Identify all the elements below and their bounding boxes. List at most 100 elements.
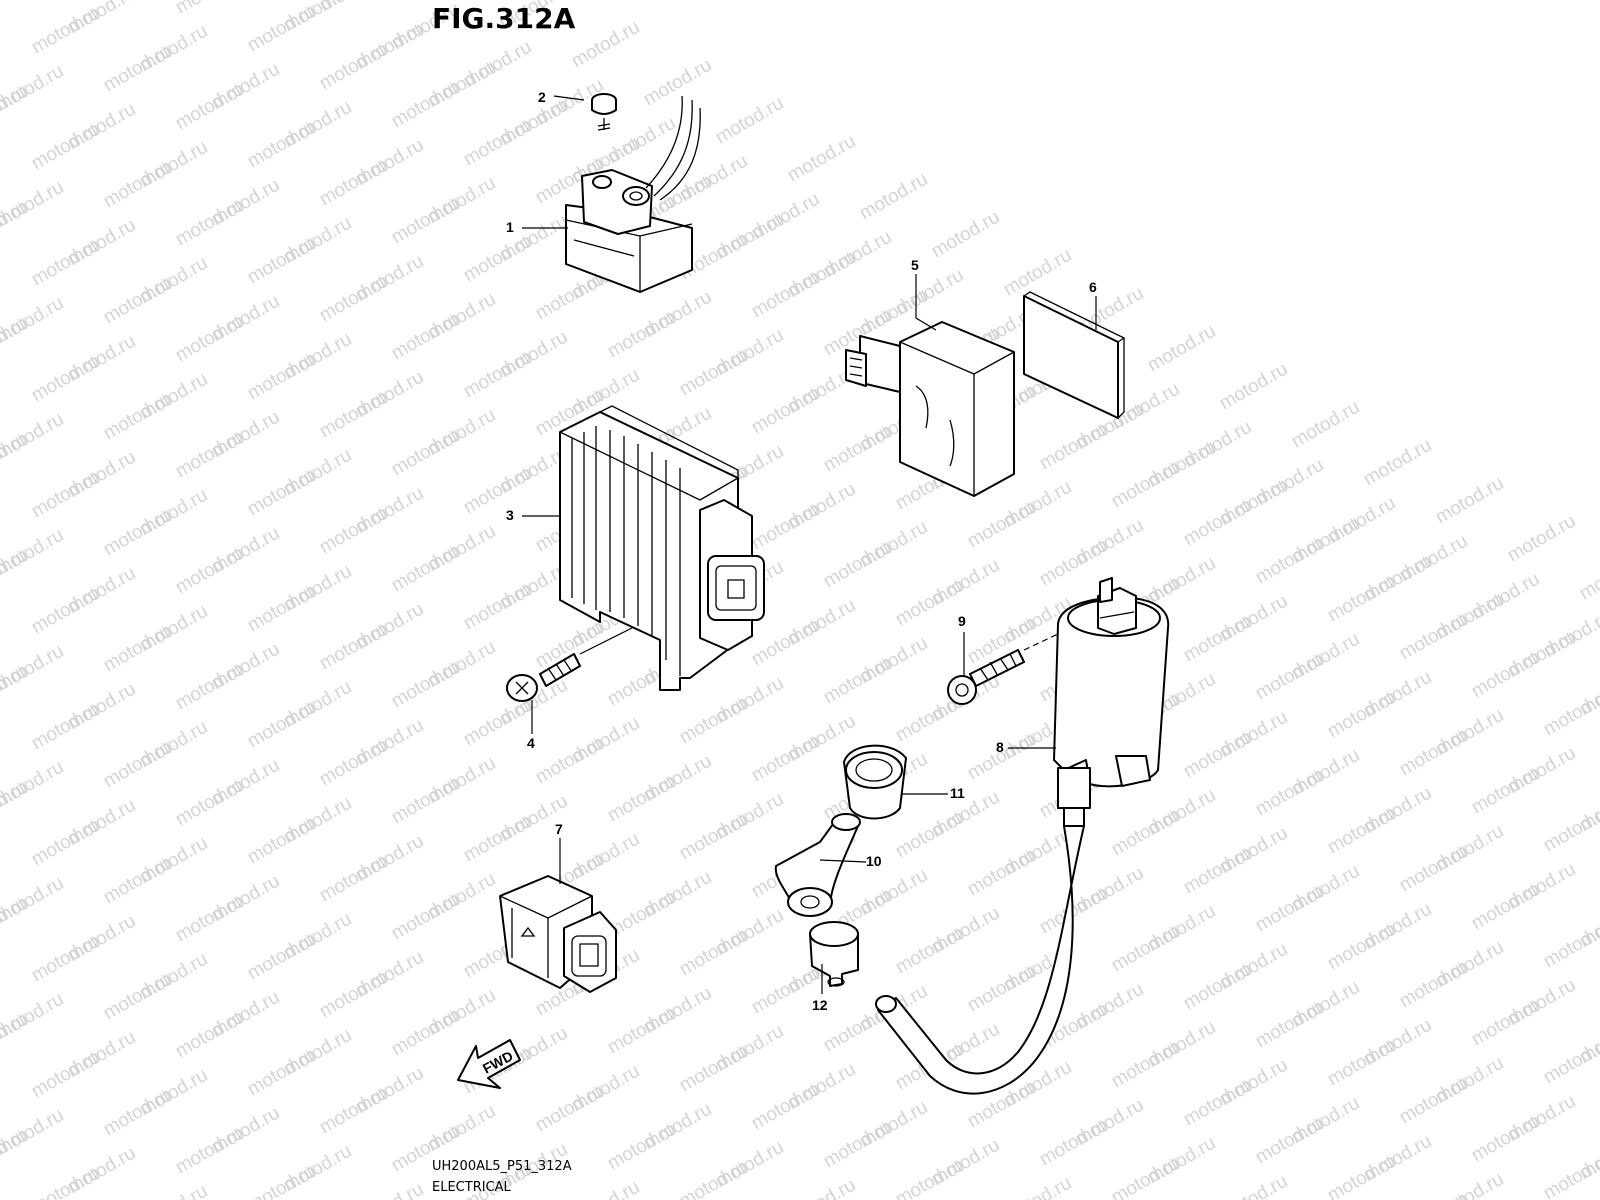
watermark-text: motod.ru xyxy=(1540,1033,1600,1089)
watermark-text: motod.ru xyxy=(676,1041,751,1097)
watermark-text: motod.ru xyxy=(1252,533,1327,589)
watermark-text: motod.ru xyxy=(1324,1151,1399,1200)
watermark-text: motod.ru xyxy=(172,1007,247,1063)
watermark-text: motod.ru xyxy=(244,929,319,985)
watermark-text: motod.ru xyxy=(964,845,1039,901)
watermark-text: motod.ru xyxy=(784,1175,859,1200)
watermark-text: motod.ru xyxy=(28,1047,103,1103)
watermark-text: motod.ru xyxy=(172,775,247,831)
watermark-text: motod.ru xyxy=(100,853,175,909)
watermark-text: motod.ru xyxy=(388,889,463,945)
watermark-text: motod.ru xyxy=(244,1,319,57)
watermark-text: motod.ru xyxy=(136,1181,211,1200)
watermark-text: motod.ru xyxy=(1396,1073,1471,1129)
watermark-text: motod.ru xyxy=(460,579,535,635)
watermark-text: motod.ru xyxy=(1540,801,1600,857)
watermark-text: motod.ru xyxy=(172,311,247,367)
watermark-text: motod.ru xyxy=(604,1119,679,1175)
regulator-screw-part xyxy=(506,627,633,702)
watermark-text: motod.ru xyxy=(1108,457,1183,513)
watermark-text: motod.ru xyxy=(172,195,247,251)
watermark-text: motod.ru xyxy=(460,463,535,519)
watermark-text: motod.ru xyxy=(1576,549,1600,605)
watermark-text: motod.ru xyxy=(1540,685,1600,741)
watermark-text: motod.ru xyxy=(460,347,535,403)
watermark-text: motod.ru xyxy=(172,543,247,599)
watermark-text: motod.ru xyxy=(676,809,751,865)
watermark-text: motod.ru xyxy=(244,581,319,637)
watermark-text: motod.ru xyxy=(1468,995,1543,1051)
watermark-text: motod.ru xyxy=(712,93,787,149)
watermark-text: motod.ru xyxy=(388,657,463,713)
watermark-text: motod.ru xyxy=(892,575,967,631)
watermark-text: motod.ru xyxy=(748,615,823,671)
callout-4: 4 xyxy=(527,735,535,751)
watermark-text: motod.ru xyxy=(388,773,463,829)
watermark-text: motod.ru xyxy=(28,235,103,291)
watermark-text: motod.ru xyxy=(1324,571,1399,627)
watermark-text: motod.ru xyxy=(244,465,319,521)
watermark-text: motod.ru xyxy=(244,1161,319,1200)
watermark-text: motod.ru xyxy=(316,387,391,443)
callout-8: 8 xyxy=(996,739,1004,755)
section-label: ELECTRICAL xyxy=(432,1180,512,1195)
watermark-text: motod.ru xyxy=(460,811,535,867)
watermark-text: motod.ru xyxy=(568,17,643,73)
watermark-text: motod.ru xyxy=(1252,649,1327,705)
watermark-text: motod.ru xyxy=(892,923,967,979)
watermark-text: motod.ru xyxy=(244,697,319,753)
watermark-text: motod.ru xyxy=(172,891,247,947)
watermark-text: motod.ru xyxy=(604,1003,679,1059)
watermark-text: motod.ru xyxy=(316,271,391,327)
plug-cap-boot-part xyxy=(843,744,907,820)
callout-12: 12 xyxy=(812,997,828,1013)
watermark-text: motod.ru xyxy=(1468,647,1543,703)
watermark-text: motod.ru xyxy=(1180,959,1255,1015)
watermark-text: motod.ru xyxy=(1108,1153,1183,1200)
watermark-text: motod.ru xyxy=(1216,1171,1291,1200)
watermark-text: motod.ru xyxy=(1432,1169,1507,1200)
watermark-text: motod.ru xyxy=(100,389,175,445)
coil-bolt-part xyxy=(947,633,1059,705)
watermark-text: motod.ru xyxy=(1468,1111,1543,1167)
figure-title: FIG.312A xyxy=(432,2,576,35)
ecm-cushion-part xyxy=(1023,291,1126,419)
watermark-text: motod.ru xyxy=(1324,1035,1399,1091)
watermark-text: motod.ru xyxy=(1036,1115,1111,1171)
watermark-text: motod.ru xyxy=(604,307,679,363)
watermark-text: motod.ru xyxy=(100,505,175,561)
watermark-text: motod.ru xyxy=(1324,919,1399,975)
ecm-part xyxy=(845,321,1015,497)
watermark-text: motod.ru xyxy=(172,0,247,18)
watermark-text: motod.ru xyxy=(964,729,1039,785)
watermark-text: motod.ru xyxy=(28,931,103,987)
watermark-text: motod.ru xyxy=(964,961,1039,1017)
watermark-text: motod.ru xyxy=(100,41,175,97)
callout-3: 3 xyxy=(506,507,514,523)
watermark-text: motod.ru xyxy=(1252,765,1327,821)
watermark-text: motod.ru xyxy=(1396,1189,1471,1200)
watermark-text: motod.ru xyxy=(316,1083,391,1139)
callout-2: 2 xyxy=(538,89,546,105)
watermark-text: motod.ru xyxy=(388,193,463,249)
watermark-text: motod.ru xyxy=(568,1177,643,1200)
watermark-text: motod.ru xyxy=(1432,473,1507,529)
leader-lines xyxy=(522,95,1097,994)
watermark-text: motod.ru xyxy=(172,659,247,715)
watermark-text: motod.ru xyxy=(892,1155,967,1200)
watermark-text: motod.ru xyxy=(964,497,1039,553)
watermark-text: motod.ru xyxy=(28,351,103,407)
watermark-text: motod.ru xyxy=(928,207,1003,263)
watermark-text: motod.ru xyxy=(172,427,247,483)
watermark-text: motod.ru xyxy=(676,925,751,981)
watermark-text: motod.ru xyxy=(1108,805,1183,861)
callouts: 2 1 3 4 5 6 7 8 9 10 11 12 xyxy=(506,89,1097,1013)
watermark-text: motod.ru xyxy=(820,537,895,593)
watermark-text: motod.ru xyxy=(748,383,823,439)
watermark-text: motod.ru xyxy=(316,619,391,675)
regulator-rectifier-part xyxy=(559,405,765,691)
watermark-text: motod.ru xyxy=(892,807,967,863)
watermark-text: motod.ru xyxy=(532,733,607,789)
watermark-text: motod.ru xyxy=(244,349,319,405)
